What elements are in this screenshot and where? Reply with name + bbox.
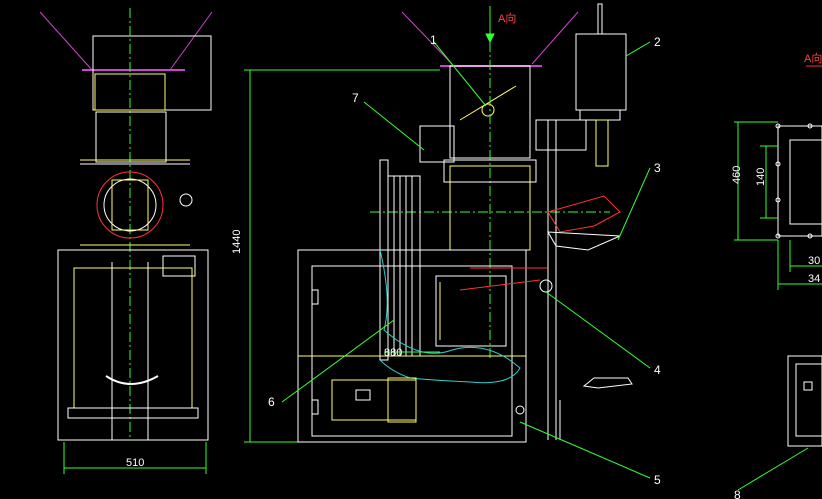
leader-label-7: 7 [352, 91, 359, 105]
front-column [95, 111, 167, 163]
side-bucket-top [443, 159, 537, 183]
a-view-hole-2 [775, 161, 781, 167]
a-view-hole-1 [775, 123, 781, 129]
side-pivot [539, 279, 553, 293]
side-motor-flange [579, 109, 621, 121]
front-wheel-inner [103, 178, 157, 232]
a-view-lower-inner [795, 363, 822, 437]
leader-label-5: 5 [654, 473, 661, 487]
dim-1440-label: 1440 [231, 230, 243, 254]
side-valve-axle [481, 103, 495, 117]
feeder-box [94, 73, 166, 111]
side-motor-terminal [355, 389, 371, 401]
side-hinge-low [311, 399, 319, 415]
view-label-a-side: A向 [498, 11, 516, 25]
leader-8 [737, 447, 809, 491]
side-view [244, 3, 651, 479]
leader-label-2: 2 [654, 35, 661, 49]
front-base-plate [67, 407, 199, 419]
hopper-right-edge [169, 11, 213, 71]
side-motor [575, 33, 627, 111]
leader-label-6: 6 [268, 395, 275, 409]
side-clamp-frame [435, 275, 507, 347]
leader-1 [433, 41, 487, 107]
a-view-lower-plate [787, 355, 822, 447]
front-cabinet [57, 249, 209, 441]
leader-label-1: 1 [430, 33, 437, 47]
front-wheel [96, 171, 164, 239]
front-knob [179, 193, 193, 207]
front-hub [111, 179, 149, 231]
side-hopper-left [401, 11, 453, 65]
leader-label-8: 8 [734, 488, 741, 499]
leader-2 [625, 41, 651, 57]
leader-6 [281, 319, 395, 403]
view-label-a-right: A向 [804, 51, 822, 65]
side-bag-arm [547, 195, 621, 233]
dim-30-label: 30 [808, 255, 820, 267]
hopper-box [92, 35, 212, 111]
leader-label-3: 3 [654, 161, 661, 175]
a-view-lower-slot [803, 381, 813, 391]
a-arrow-head [485, 33, 495, 44]
leader-7 [363, 101, 425, 151]
side-motor-shaft [597, 3, 603, 35]
side-pin [515, 405, 525, 415]
a-view-hole-4 [775, 233, 781, 239]
side-lower-motor [331, 379, 417, 421]
a-view [734, 65, 822, 491]
front-cabinet-inner [73, 267, 193, 409]
leader-4 [545, 291, 651, 369]
a-view-hole-6 [807, 233, 813, 239]
side-post [379, 159, 389, 361]
side-cabinet [297, 249, 527, 443]
side-valve-line [459, 85, 517, 121]
front-bag-clamp [105, 375, 159, 385]
leader-5 [519, 421, 651, 479]
front-view [39, 8, 213, 474]
side-red-link-2 [459, 279, 541, 291]
a-view-opening [789, 139, 822, 225]
side-bracket [419, 125, 455, 163]
leader-3 [617, 167, 651, 241]
side-hopper-right [531, 11, 579, 65]
a-view-hole-5 [807, 123, 813, 129]
a-view-plate [777, 125, 822, 237]
leader-label-4: 4 [654, 363, 661, 377]
dim-880-label: 880 [384, 347, 402, 359]
side-handle [582, 377, 633, 389]
side-spring [595, 119, 609, 167]
dim-34-label: 34 [808, 273, 820, 285]
side-cutaway-contour [379, 249, 521, 384]
side-motor-end [387, 377, 417, 423]
side-upper-bracket [535, 119, 587, 151]
side-hinge-high [311, 289, 319, 305]
dim-140-label: 140 [755, 168, 767, 186]
side-arm-lower [547, 231, 621, 251]
dim-460-label: 460 [731, 166, 743, 184]
a-view-hole-3 [775, 197, 781, 203]
dim-510-label: 510 [126, 457, 144, 469]
hopper-left-edge [39, 11, 93, 71]
side-cabinet-inner [311, 265, 513, 437]
front-motor-box [162, 255, 196, 277]
